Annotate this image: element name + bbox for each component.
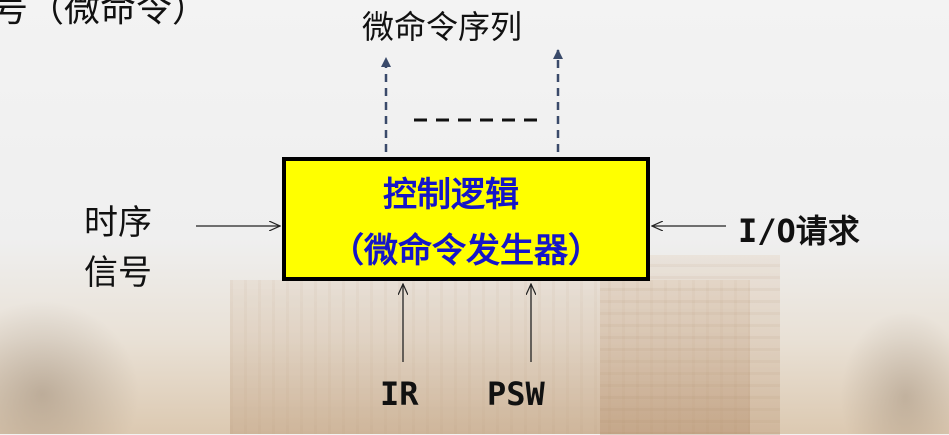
- io-request-label: I/O请求: [738, 212, 860, 250]
- timing-signal-line1: 时序: [84, 203, 152, 243]
- control-box-subtitle: （微命令发生器）: [330, 231, 602, 271]
- control-box-title: 控制逻辑: [383, 175, 519, 215]
- background-trees-right: [840, 310, 949, 434]
- background-building-tower: [600, 255, 780, 435]
- ir-label: IR: [380, 375, 419, 413]
- background-trees-left: [0, 300, 140, 434]
- timing-signal-label: 时序 信号: [84, 198, 152, 298]
- background-building: [230, 280, 750, 434]
- output-label: 微命令序列: [362, 8, 523, 46]
- control-logic-box: 控制逻辑 （微命令发生器）: [282, 157, 650, 281]
- cut-off-title: 号（微命令）: [0, 0, 209, 30]
- timing-signal-line2: 信号: [84, 253, 152, 293]
- psw-label: PSW: [487, 375, 545, 413]
